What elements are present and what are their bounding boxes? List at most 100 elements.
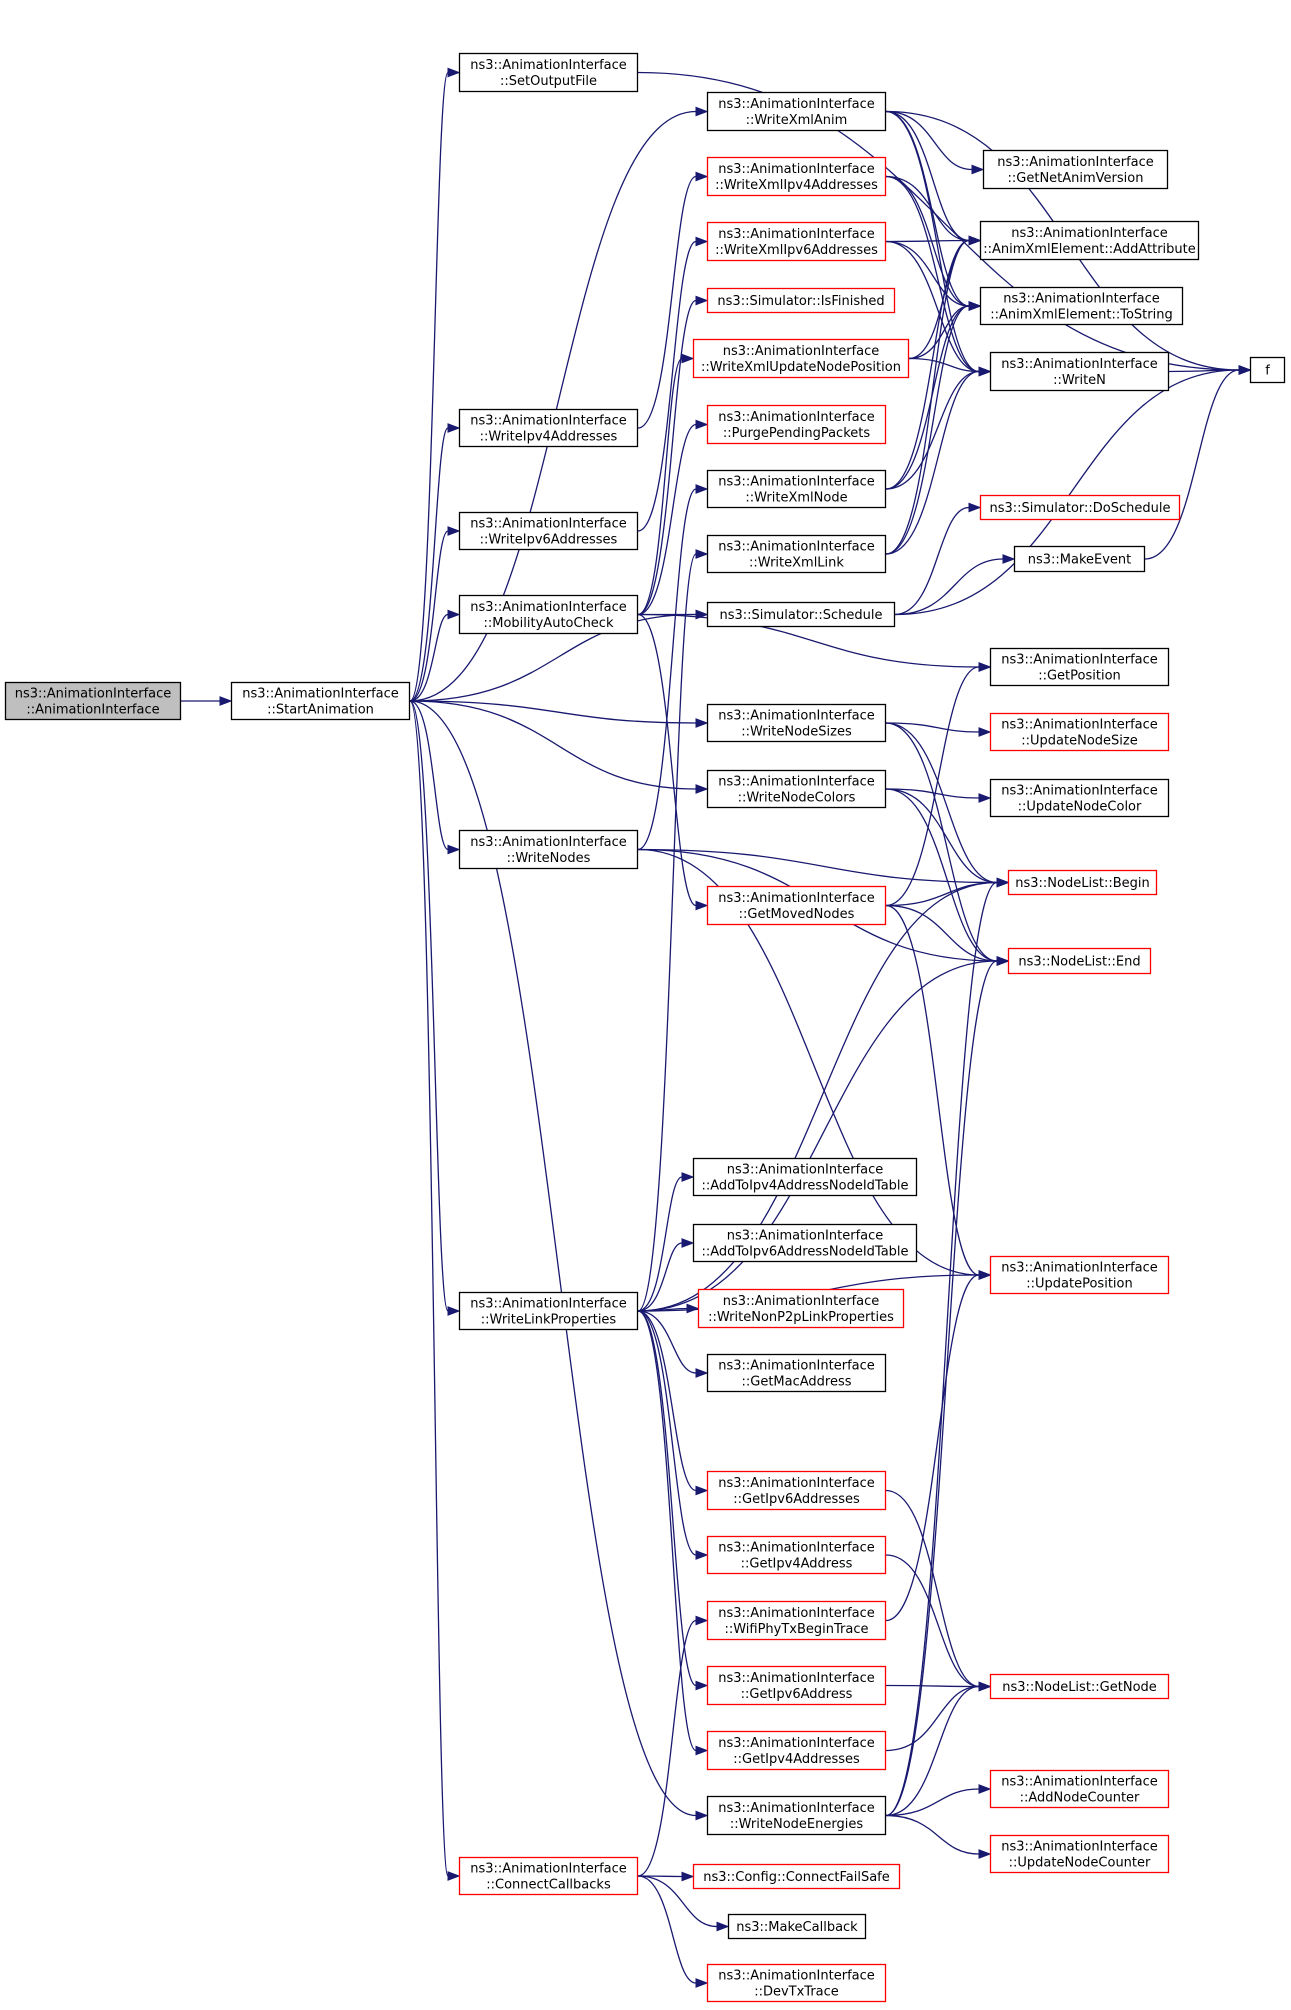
call-edge-wlink-to-addip4tbl: [637, 1172, 695, 1312]
function-node-cfs[interactable]: ns3::Config::ConnectFailSafe: [692, 1863, 901, 1890]
edge-line: [885, 904, 980, 1276]
function-node-getip4s[interactable]: ns3::AnimationInterface::GetIpv4Addresse…: [706, 1730, 887, 1771]
function-node-wx6[interactable]: ns3::AnimationInterface::WriteXmlIpv6Add…: [706, 221, 887, 262]
function-node-wip4[interactable]: ns3::AnimationInterface::WriteIpv4Addres…: [458, 408, 639, 448]
function-node-updsize[interactable]: ns3::AnimationInterface::UpdateNodeSize: [989, 712, 1170, 752]
node-label-line: ::StartAnimation: [267, 703, 374, 718]
function-node-sched[interactable]: ns3::Simulator::Schedule: [706, 601, 896, 628]
function-node-addcnt[interactable]: ns3::AnimationInterface::AddNodeCounter: [989, 1769, 1170, 1809]
node-label-line: ns3::Config::ConnectFailSafe: [703, 1870, 890, 1885]
call-edge-wxa-to-writen: [885, 110, 992, 377]
call-edge-wncol-to-updcol: [885, 788, 992, 803]
function-node-getip6[interactable]: ns3::AnimationInterface::GetIpv6Address: [706, 1665, 887, 1706]
node-label-line: ns3::NodeList::GetNode: [1002, 1680, 1157, 1695]
node-box: [706, 885, 887, 926]
function-node-wncol[interactable]: ns3::AnimationInterface::WriteNodeColors: [706, 769, 887, 809]
arrow-head: [695, 295, 709, 306]
node-box: [706, 287, 896, 314]
node-label-line: ::SetOutputFile: [500, 74, 597, 89]
function-node-nlbegin[interactable]: ns3::NodeList::Begin: [1007, 869, 1158, 896]
node-box: [692, 338, 910, 379]
call-edge-sched-to-dosched: [894, 502, 982, 616]
function-node-mob[interactable]: ns3::AnimationInterface::MobilityAutoChe…: [458, 594, 639, 635]
function-node-wxa[interactable]: ns3::AnimationInterface::WriteXmlAnim: [706, 91, 887, 132]
function-node-wifitx[interactable]: ns3::AnimationInterface::WifiPhyTxBeginT…: [706, 1600, 887, 1641]
edge-line: [894, 369, 1240, 616]
edge-line: [637, 357, 683, 616]
node-label-line: ns3::AnimationInterface: [718, 1359, 875, 1374]
function-node-simfin[interactable]: ns3::Simulator::IsFinished: [706, 287, 896, 314]
function-node-tostr[interactable]: ns3::AnimationInterface::AnimXmlElement:…: [979, 286, 1184, 326]
edge-line: [409, 700, 449, 1312]
arrow-head: [695, 171, 709, 182]
node-label-line: ::WriteNodeEnergies: [730, 1817, 863, 1832]
function-node-conn[interactable]: ns3::AnimationInterface::ConnectCallback…: [458, 1856, 639, 1896]
node-label-line: ::GetMovedNodes: [739, 907, 855, 922]
edge-line: [885, 110, 973, 171]
function-node-wx4[interactable]: ns3::AnimationInterface::WriteXmlIpv4Add…: [706, 156, 887, 197]
function-node-getpos[interactable]: ns3::AnimationInterface::GetPosition: [989, 647, 1170, 687]
function-node-getip4[interactable]: ns3::AnimationInterface::GetIpv4Address: [706, 1535, 887, 1575]
edge-line: [885, 904, 998, 962]
arrow-head: [681, 1172, 695, 1182]
node-label-line: ::WriteXmlIpv4Addresses: [715, 178, 878, 193]
function-node-wxlink[interactable]: ns3::AnimationInterface::WriteXmlLink: [706, 534, 887, 574]
function-node-purge[interactable]: ns3::AnimationInterface::PurgePendingPac…: [706, 404, 887, 445]
function-node-wnodes[interactable]: ns3::AnimationInterface::WriteNodes: [458, 829, 639, 870]
function-node-wlink[interactable]: ns3::AnimationInterface::WriteLinkProper…: [458, 1291, 639, 1331]
function-node-wnen[interactable]: ns3::AnimationInterface::WriteNodeEnergi…: [706, 1795, 887, 1836]
function-node-addip4tbl[interactable]: ns3::AnimationInterface::AddToIpv4Addres…: [692, 1157, 918, 1197]
node-label-line: ns3::AnimationInterface: [718, 475, 875, 490]
edge-line: [637, 613, 697, 907]
node-label-line: ::WriteXmlNode: [745, 491, 847, 506]
node-label-line: ::WriteNodeColors: [738, 791, 856, 806]
call-edge-wxnode-to-writen: [885, 366, 992, 490]
function-node-devtx[interactable]: ns3::AnimationInterface::DevTxTrace: [706, 1963, 887, 2003]
function-node-getip6s[interactable]: ns3::AnimationInterface::GetIpv6Addresse…: [706, 1470, 887, 1511]
function-node-addip6tbl[interactable]: ns3::AnimationInterface::AddToIpv6Addres…: [692, 1223, 918, 1263]
call-edge-start-to-wnsize: [409, 700, 709, 728]
node-box: [706, 1535, 887, 1575]
call-edge-start-to-mob: [409, 609, 461, 702]
node-label-line: ::WriteIpv4Addresses: [480, 430, 618, 445]
function-node-dosched[interactable]: ns3::Simulator::DoSchedule: [979, 494, 1181, 521]
function-node-addattr[interactable]: ns3::AnimationInterface::AnimXmlElement:…: [979, 220, 1200, 261]
node-label-line: ::WriteXmlUpdateNodePosition: [701, 360, 901, 375]
function-node-wxnode[interactable]: ns3::AnimationInterface::WriteXmlNode: [706, 469, 887, 509]
function-node-mkevent[interactable]: ns3::MakeEvent: [1013, 545, 1146, 573]
function-node-getmac[interactable]: ns3::AnimationInterface::GetMacAddress: [706, 1353, 887, 1393]
node-label-line: ::UpdateNodeSize: [1021, 734, 1137, 749]
edge-line: [885, 1554, 980, 1688]
node-box: [1249, 356, 1286, 384]
function-node-wxunp[interactable]: ns3::AnimationInterface::WriteXmlUpdateN…: [692, 338, 910, 379]
node-box: [989, 647, 1170, 687]
function-node-updcol[interactable]: ns3::AnimationInterface::UpdateNodeColor: [989, 778, 1170, 818]
node-label-line: ns3::NodeList::Begin: [1015, 876, 1149, 891]
node-box: [989, 712, 1170, 752]
edge-line: [637, 1176, 683, 1312]
function-node-setout[interactable]: ns3::AnimationInterface::SetOutputFile: [458, 52, 639, 93]
function-node-wnonp2p[interactable]: ns3::AnimationInterface::WriteNonP2pLink…: [697, 1288, 905, 1329]
edge-line: [885, 110, 970, 307]
call-edge-wxlink-to-addattr: [885, 235, 982, 555]
arrow-head: [447, 423, 461, 433]
function-node-updcnt[interactable]: ns3::AnimationInterface::UpdateNodeCount…: [989, 1834, 1170, 1874]
call-edge-wxunp-to-addattr: [908, 235, 982, 360]
function-node-nlend[interactable]: ns3::NodeList::End: [1007, 947, 1152, 975]
function-node-start[interactable]: ns3::AnimationInterface::StartAnimation: [230, 681, 411, 721]
function-node-mkcb[interactable]: ns3::MakeCallback: [727, 1913, 867, 1940]
edge-line: [637, 1619, 697, 1877]
function-node-nlget[interactable]: ns3::NodeList::GetNode: [989, 1673, 1170, 1700]
function-node-wnsize[interactable]: ns3::AnimationInterface::WriteNodeSizes: [706, 703, 887, 743]
function-node-f[interactable]: f: [1249, 356, 1286, 384]
function-node-netver[interactable]: ns3::AnimationInterface::GetNetAnimVersi…: [982, 149, 1169, 190]
node-box: [706, 1600, 887, 1641]
arrow-head: [219, 696, 233, 706]
function-node-wip6[interactable]: ns3::AnimationInterface::WriteIpv6Addres…: [458, 511, 639, 551]
node-box: [989, 1769, 1170, 1809]
function-node-getmoved[interactable]: ns3::AnimationInterface::GetMovedNodes: [706, 885, 887, 926]
function-node-writen[interactable]: ns3::AnimationInterface::WriteN: [989, 351, 1170, 392]
function-node-root[interactable]: ns3::AnimationInterface::AnimationInterf…: [4, 681, 182, 721]
call-edge-wnodes-to-wxnode: [637, 484, 709, 851]
function-node-updpos[interactable]: ns3::AnimationInterface::UpdatePosition: [989, 1255, 1170, 1295]
